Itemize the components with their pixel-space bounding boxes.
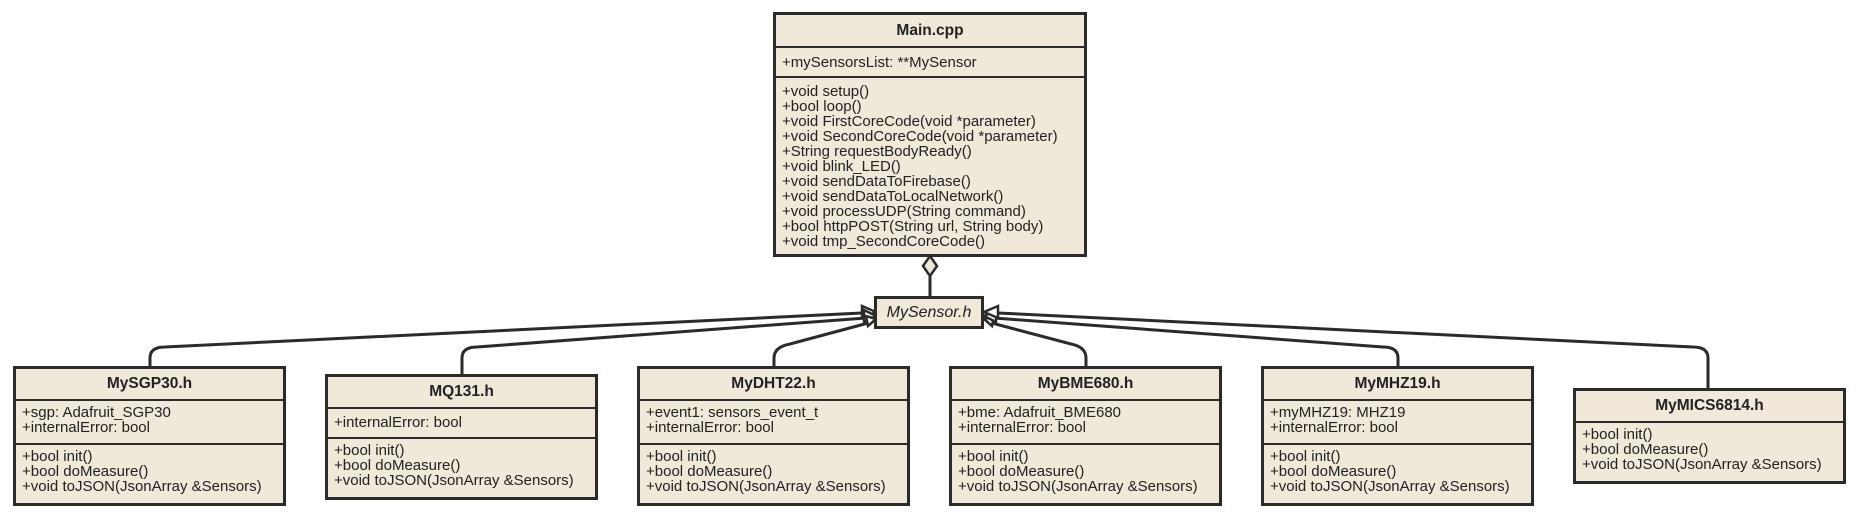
- method: +void sendDataToLocalNetwork(): [782, 188, 1004, 205]
- methods-section: +void setup() +bool loop() +void FirstCo…: [776, 78, 1084, 253]
- method: +void toJSON(JsonArray &Sensors): [646, 478, 886, 495]
- method: +bool httpPOST(String url, String body): [782, 218, 1044, 235]
- interface-name: MySensor.h: [886, 304, 972, 321]
- method: +void FirstCoreCode(void *parameter): [782, 113, 1036, 130]
- inherit-line-mq131: [460, 316, 867, 374]
- class-main-cpp[interactable]: Main.cpp +mySensorsList: **MySensor +voi…: [773, 12, 1087, 257]
- attributes-section: +event1: sensors_event_t +internalError:…: [640, 401, 907, 445]
- method: +bool doMeasure(): [1582, 441, 1709, 458]
- method: +bool init(): [1270, 448, 1341, 465]
- method: +void toJSON(JsonArray &Sensors): [1582, 456, 1822, 473]
- methods-section: +bool init() +bool doMeasure() +void toJ…: [1576, 423, 1843, 476]
- method: +void toJSON(JsonArray &Sensors): [958, 478, 1198, 495]
- attribute: +internalError: bool: [958, 419, 1086, 436]
- methods-section: +bool init() +bool doMeasure() +void toJ…: [952, 445, 1219, 498]
- methods-section: +bool init() +bool doMeasure() +void toJ…: [640, 445, 907, 498]
- inherit-line-mymhz19: [993, 316, 1400, 368]
- attribute: +sgp: Adafruit_SGP30: [22, 404, 171, 421]
- aggregation-diamond: [921, 253, 939, 279]
- method: +bool init(): [22, 448, 93, 465]
- inherit-line-mymics6814: [997, 311, 1710, 390]
- inherit-line-mydht22: [772, 320, 873, 368]
- method: +bool doMeasure(): [22, 463, 149, 480]
- class-mysgp30[interactable]: MySGP30.h +sgp: Adafruit_SGP30 +internal…: [13, 366, 286, 506]
- method: +bool init(): [958, 448, 1029, 465]
- method: +void toJSON(JsonArray &Sensors): [334, 472, 574, 489]
- attribute: +event1: sensors_event_t: [646, 404, 819, 421]
- inherit-line-mybme680: [987, 320, 1088, 368]
- method: +void sendDataToFirebase(): [782, 173, 971, 190]
- method: +void SecondCoreCode(void *parameter): [782, 128, 1058, 145]
- class-mq131[interactable]: MQ131.h +internalError: bool +bool init(…: [325, 374, 598, 500]
- method: +bool init(): [334, 442, 405, 459]
- method: +bool doMeasure(): [958, 463, 1085, 480]
- attributes-section: +myMHZ19: MHZ19 +internalError: bool: [1264, 401, 1531, 445]
- inherit-line-mysgp30: [148, 311, 863, 368]
- attribute: +bme: Adafruit_BME680: [958, 404, 1122, 421]
- attribute: +internalError: bool: [646, 419, 774, 436]
- method: +void tmp_SecondCoreCode(): [782, 233, 986, 250]
- class-name: MyMHZ19.h: [1264, 369, 1531, 401]
- methods-section: +bool init() +bool doMeasure() +void toJ…: [16, 445, 283, 498]
- method: +void toJSON(JsonArray &Sensors): [22, 478, 262, 495]
- class-mydht22[interactable]: MyDHT22.h +event1: sensors_event_t +inte…: [637, 366, 910, 506]
- class-name: MyDHT22.h: [640, 369, 907, 401]
- inheritance-arrowheads: [860, 304, 1000, 329]
- class-mybme680[interactable]: MyBME680.h +bme: Adafruit_BME680 +intern…: [949, 366, 1222, 506]
- class-mymhz19[interactable]: MyMHZ19.h +myMHZ19: MHZ19 +internalError…: [1261, 366, 1534, 506]
- inheritance-lines: [148, 311, 1710, 390]
- attribute: +internalError: bool: [1270, 419, 1398, 436]
- method: +bool init(): [646, 448, 717, 465]
- method: +void processUDP(String command): [782, 203, 1026, 220]
- attribute: +mySensorsList: **MySensor: [782, 54, 977, 71]
- method: +bool loop(): [782, 98, 862, 115]
- methods-section: +bool init() +bool doMeasure() +void toJ…: [328, 439, 595, 492]
- attributes-section: +mySensorsList: **MySensor: [776, 48, 1084, 78]
- method: +void toJSON(JsonArray &Sensors): [1270, 478, 1510, 495]
- interface-mysensor[interactable]: MySensor.h: [874, 296, 984, 329]
- class-name: Main.cpp: [776, 15, 1084, 48]
- method: +void blink_LED(): [782, 158, 901, 175]
- attribute: +internalError: bool: [22, 419, 150, 436]
- method: +bool doMeasure(): [1270, 463, 1397, 480]
- method: +bool doMeasure(): [334, 457, 461, 474]
- attributes-section: +sgp: Adafruit_SGP30 +internalError: boo…: [16, 401, 283, 445]
- attribute: +internalError: bool: [334, 414, 462, 431]
- methods-section: +bool init() +bool doMeasure() +void toJ…: [1264, 445, 1531, 498]
- method: +void setup(): [782, 83, 870, 100]
- attribute: +myMHZ19: MHZ19: [1270, 404, 1406, 421]
- class-name: MyBME680.h: [952, 369, 1219, 401]
- attributes-section: +internalError: bool: [328, 409, 595, 439]
- method: +bool init(): [1582, 426, 1653, 443]
- attributes-section: +bme: Adafruit_BME680 +internalError: bo…: [952, 401, 1219, 445]
- class-mymics6814[interactable]: MyMICS6814.h +bool init() +bool doMeasur…: [1573, 388, 1846, 484]
- class-name: MQ131.h: [328, 377, 595, 409]
- method: +bool doMeasure(): [646, 463, 773, 480]
- class-name: MyMICS6814.h: [1576, 391, 1843, 423]
- class-name: MySGP30.h: [16, 369, 283, 401]
- method: +String requestBodyReady(): [782, 143, 972, 160]
